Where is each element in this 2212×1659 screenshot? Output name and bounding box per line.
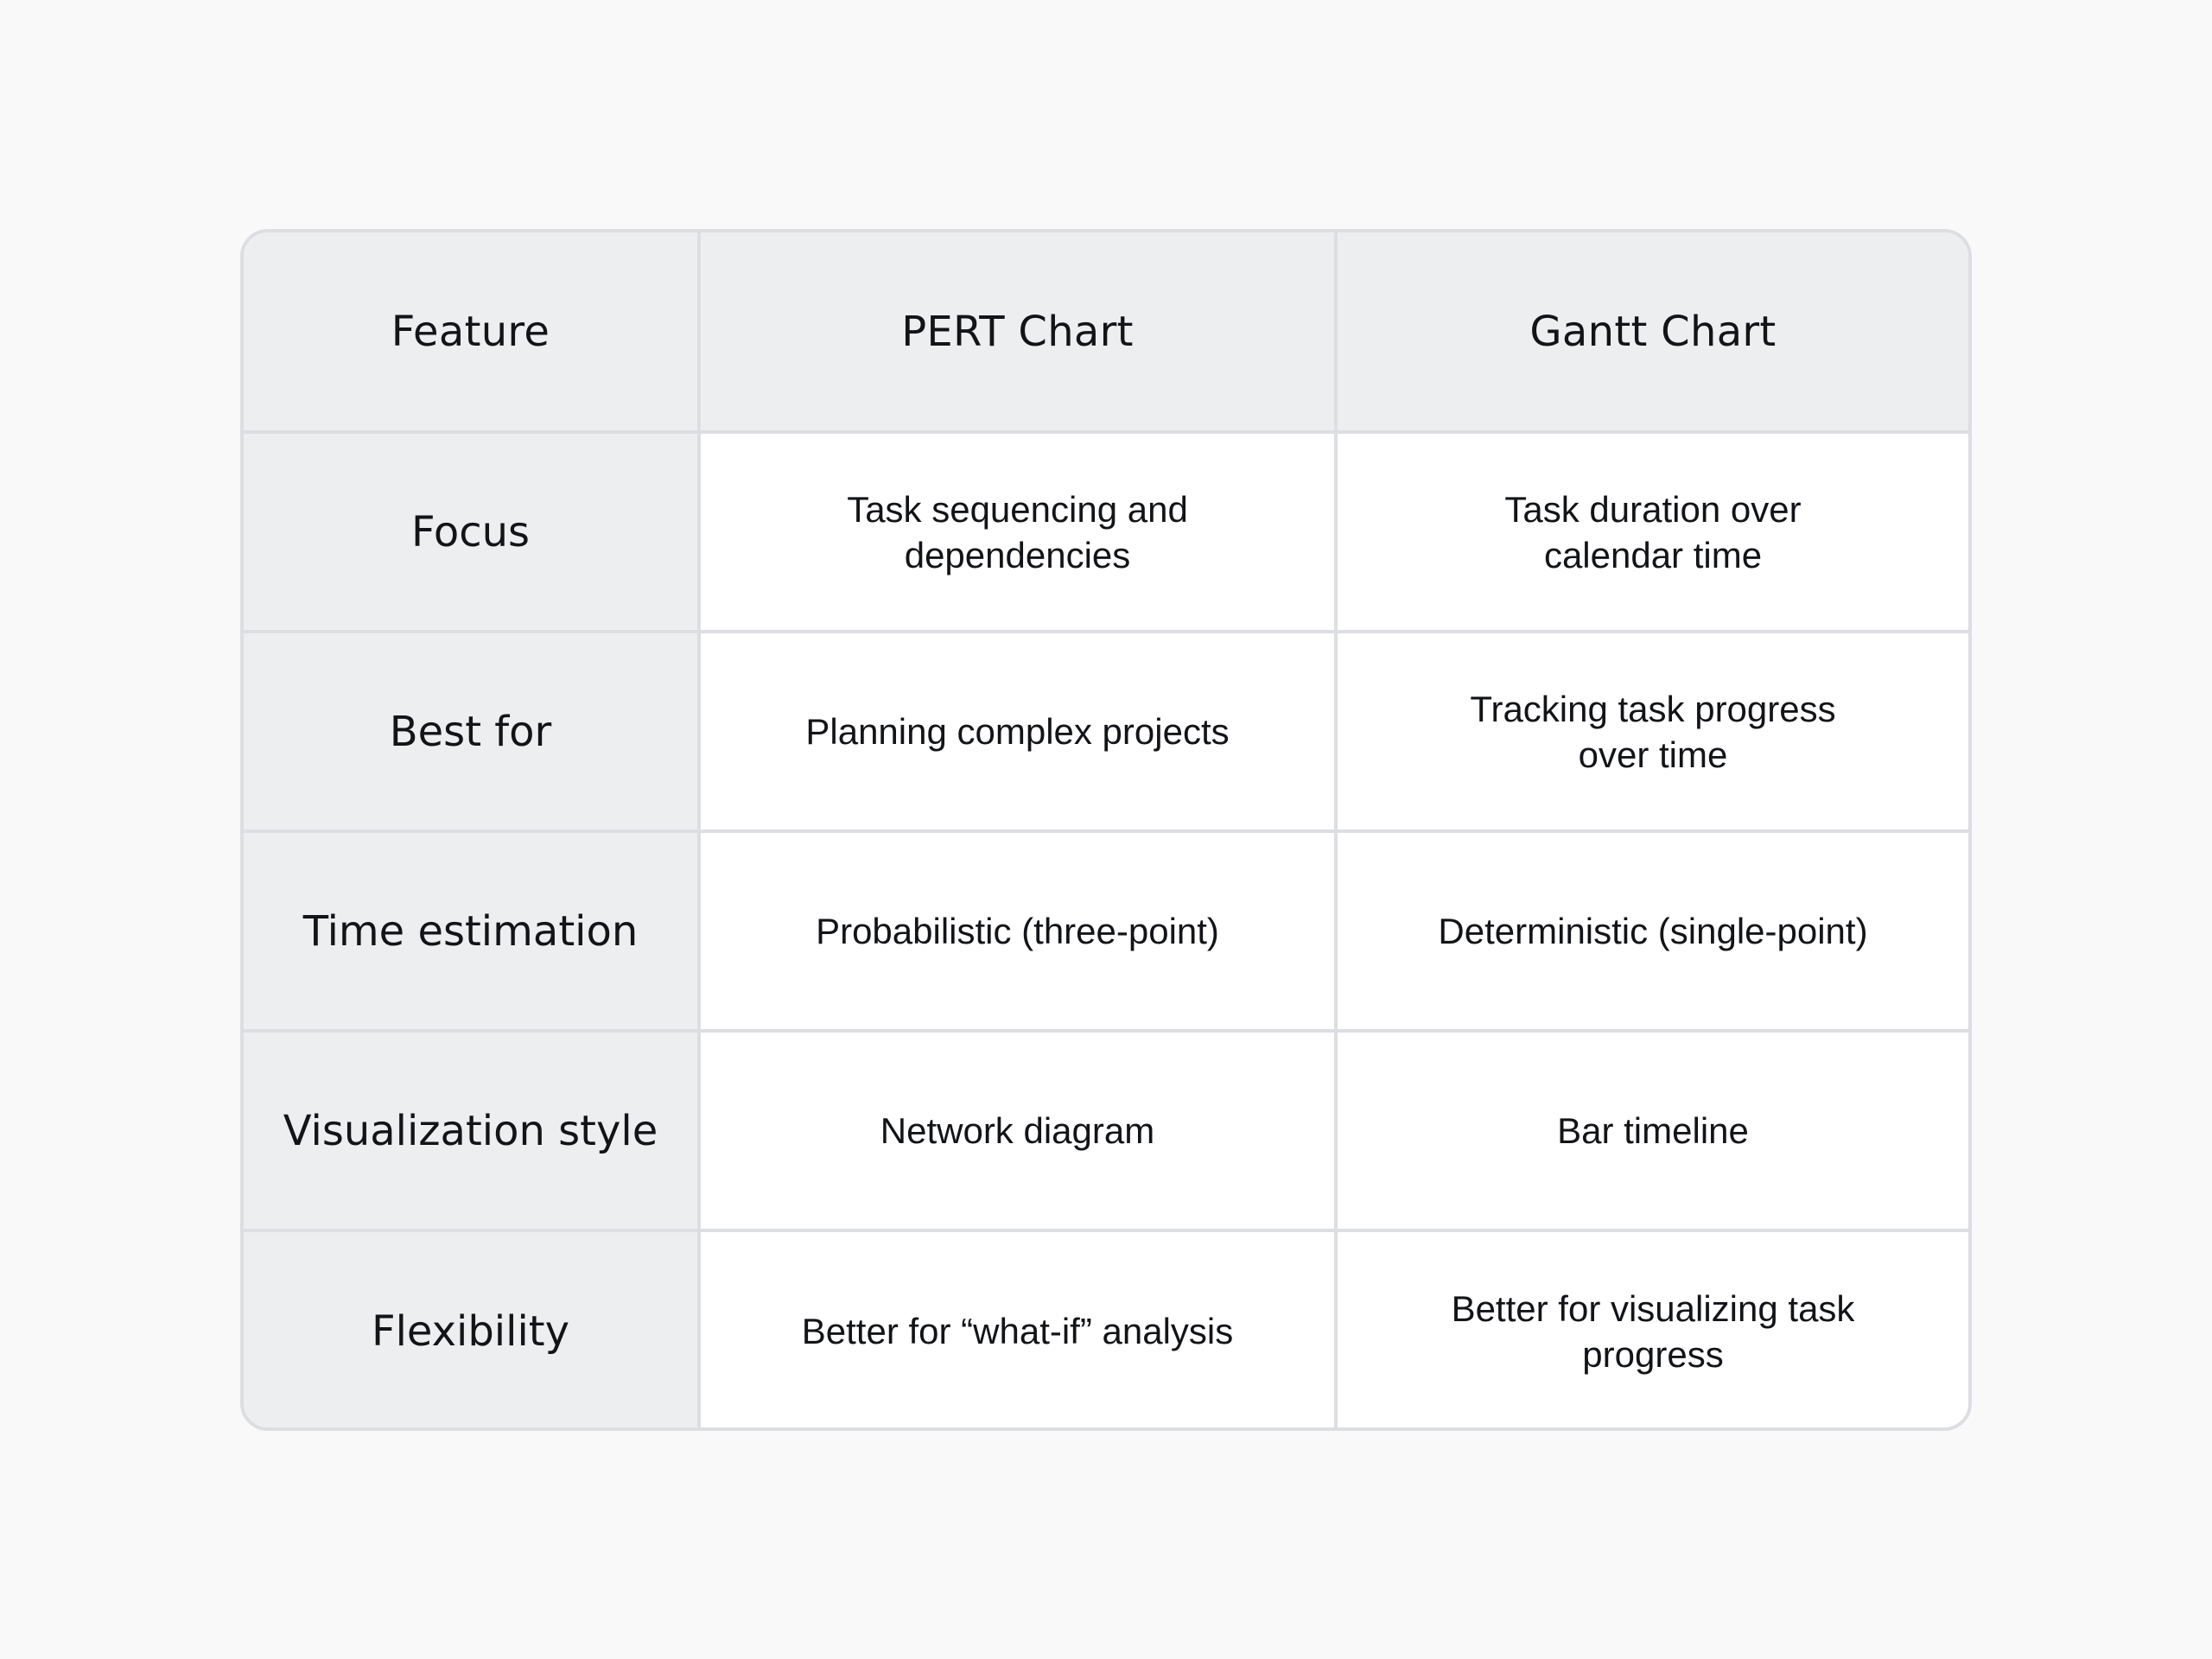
row-feature-label: Focus bbox=[244, 432, 701, 633]
table-row: Time estimation Probabilistic (three-poi… bbox=[244, 830, 1968, 1033]
gantt-cell: Better for visualizing task progress bbox=[1334, 1229, 1968, 1427]
comparison-table-card: Feature PERT Chart Gantt Chart Focus Tas… bbox=[240, 229, 1972, 1431]
pert-cell: Probabilistic (three-point) bbox=[697, 830, 1338, 1033]
row-feature-label: Best for bbox=[244, 630, 701, 833]
gantt-cell: Deterministic (single-point) bbox=[1334, 830, 1968, 1033]
table-row: Visualization style Network diagram Bar … bbox=[244, 1029, 1968, 1232]
table-header-row: Feature PERT Chart Gantt Chart bbox=[244, 232, 1968, 434]
pert-cell: Task sequencing and dependencies bbox=[697, 432, 1338, 633]
gantt-cell: Task duration over calendar time bbox=[1334, 432, 1968, 633]
row-feature-label: Visualization style bbox=[244, 1029, 701, 1232]
gantt-cell: Bar timeline bbox=[1334, 1029, 1968, 1232]
row-feature-label: Time estimation bbox=[244, 830, 701, 1033]
pert-cell: Planning complex projects bbox=[697, 630, 1338, 833]
comparison-table: Feature PERT Chart Gantt Chart Focus Tas… bbox=[244, 232, 1968, 1427]
header-feature: Feature bbox=[244, 232, 701, 434]
pert-cell: Network diagram bbox=[697, 1029, 1338, 1232]
table-row: Flexibility Better for “what-if” analysi… bbox=[244, 1229, 1968, 1427]
header-pert-chart: PERT Chart bbox=[697, 232, 1338, 434]
table-row: Best for Planning complex projects Track… bbox=[244, 630, 1968, 833]
table-row: Focus Task sequencing and dependencies T… bbox=[244, 432, 1968, 633]
row-feature-label: Flexibility bbox=[244, 1229, 701, 1427]
gantt-cell: Tracking task progress over time bbox=[1334, 630, 1968, 833]
header-gantt-chart: Gantt Chart bbox=[1334, 232, 1968, 434]
pert-cell: Better for “what-if” analysis bbox=[697, 1229, 1338, 1427]
